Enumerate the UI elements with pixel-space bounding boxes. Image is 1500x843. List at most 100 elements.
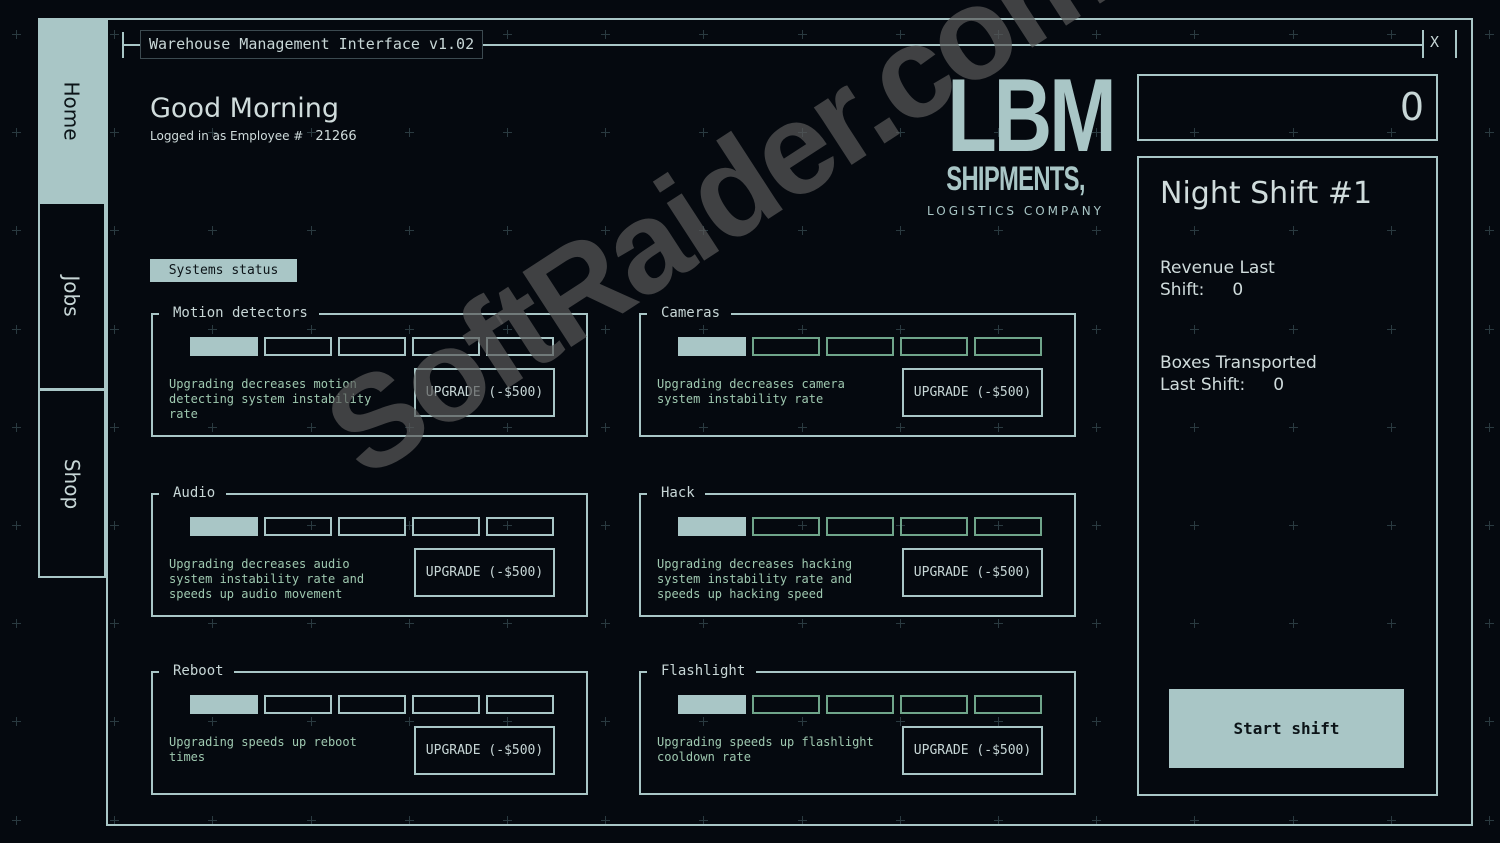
tab-shop-label: Shop bbox=[60, 458, 84, 509]
upgrade-level-segment bbox=[974, 695, 1042, 714]
grid-cross bbox=[12, 226, 21, 236]
logged-in-info: Logged in as Employee # 21266 bbox=[150, 129, 357, 144]
boxes-label-2: Last Shift: bbox=[1160, 375, 1246, 395]
system-description: Upgrading decreases hacking system insta… bbox=[657, 557, 853, 601]
revenue-stat: Revenue Last Shift:0 bbox=[1160, 257, 1275, 301]
revenue-value: 0 bbox=[1232, 280, 1244, 300]
grid-cross bbox=[12, 717, 21, 727]
upgrade-button-flashlight[interactable]: UPGRADE (-$500) bbox=[902, 726, 1043, 775]
system-panel-flashlight: Flashlight Upgrading speeds up flashligh… bbox=[639, 663, 1076, 795]
upgrade-level-segment bbox=[678, 337, 746, 356]
upgrade-level-bar bbox=[190, 695, 554, 714]
shift-panel: Night Shift #1 Revenue Last Shift:0 Boxe… bbox=[1137, 156, 1438, 796]
title-bar-cap bbox=[1422, 30, 1424, 58]
logo-shipments: SHIPMENTS, bbox=[946, 160, 1085, 198]
upgrade-level-segment bbox=[900, 337, 968, 356]
panel-border bbox=[639, 493, 647, 495]
upgrade-level-segment bbox=[974, 337, 1042, 356]
systems-status-heading: Systems status bbox=[150, 259, 297, 282]
title-bar-line bbox=[122, 44, 1424, 46]
grid-cross bbox=[12, 815, 21, 825]
logo-tagline: LOGISTICS COMPANY bbox=[927, 204, 1104, 218]
system-description: Upgrading decreases motion detecting sys… bbox=[169, 377, 372, 421]
system-name: Motion detectors bbox=[173, 305, 308, 321]
upgrade-level-bar bbox=[678, 517, 1042, 536]
system-name: Reboot bbox=[173, 663, 224, 679]
boxes-value: 0 bbox=[1273, 375, 1285, 395]
upgrade-level-segment bbox=[826, 337, 894, 356]
money-counter: 0 bbox=[1137, 74, 1438, 141]
window-title: Warehouse Management Interface v1.02 bbox=[140, 30, 484, 59]
system-panel-reboot: Reboot Upgrading speeds up reboot times … bbox=[151, 663, 588, 795]
grid-cross bbox=[1485, 324, 1494, 334]
system-description: Upgrading speeds up reboot times bbox=[169, 735, 357, 764]
system-panel-audio: Audio Upgrading decreases audio system i… bbox=[151, 485, 588, 617]
panel-border bbox=[151, 493, 159, 495]
upgrade-level-segment bbox=[190, 517, 258, 536]
upgrade-level-segment bbox=[412, 517, 480, 536]
close-button[interactable]: X bbox=[1430, 33, 1440, 51]
system-panel-cameras: Cameras Upgrading decreases camera syste… bbox=[639, 305, 1076, 437]
upgrade-level-segment bbox=[412, 695, 480, 714]
panel-border bbox=[730, 313, 1076, 315]
system-panel-motion-detectors: Motion detectors Upgrading decreases mot… bbox=[151, 305, 588, 437]
panel-border bbox=[756, 671, 1076, 673]
upgrade-level-segment bbox=[412, 337, 480, 356]
upgrade-level-segment bbox=[678, 517, 746, 536]
upgrade-button-hack[interactable]: UPGRADE (-$500) bbox=[902, 548, 1043, 597]
upgrade-level-segment bbox=[338, 517, 406, 536]
start-shift-button[interactable]: Start shift bbox=[1169, 689, 1404, 768]
upgrade-button-cameras[interactable]: UPGRADE (-$500) bbox=[902, 368, 1043, 417]
upgrade-level-segment bbox=[752, 337, 820, 356]
upgrade-level-segment bbox=[752, 695, 820, 714]
upgrade-level-segment bbox=[826, 517, 894, 536]
upgrade-level-segment bbox=[486, 517, 554, 536]
grid-cross bbox=[12, 521, 21, 530]
upgrade-level-segment bbox=[264, 695, 332, 714]
upgrade-button-audio[interactable]: UPGRADE (-$500) bbox=[414, 548, 555, 597]
panel-border bbox=[639, 671, 647, 673]
upgrade-level-bar bbox=[678, 337, 1042, 356]
grid-cross bbox=[12, 324, 21, 334]
greeting: Good Morning bbox=[150, 93, 339, 124]
system-name: Flashlight bbox=[661, 663, 746, 679]
upgrade-level-bar bbox=[678, 695, 1042, 714]
grid-cross bbox=[1485, 717, 1494, 727]
tab-jobs[interactable]: Jobs bbox=[38, 202, 106, 390]
grid-cross bbox=[1485, 815, 1494, 825]
grid-cross bbox=[1485, 521, 1494, 530]
panel-border bbox=[225, 493, 588, 495]
title-bar-cap bbox=[1455, 30, 1457, 58]
upgrade-level-segment bbox=[974, 517, 1042, 536]
system-panel-hack: Hack Upgrading decreases hacking system … bbox=[639, 485, 1076, 617]
revenue-label: Revenue Last bbox=[1160, 258, 1275, 278]
upgrade-level-segment bbox=[486, 337, 554, 356]
title-bar-cap bbox=[122, 32, 124, 58]
system-name: Audio bbox=[173, 485, 216, 501]
panel-border bbox=[151, 671, 159, 673]
tab-home[interactable]: Home bbox=[38, 18, 106, 203]
upgrade-level-segment bbox=[900, 517, 968, 536]
employee-id: 21266 bbox=[315, 129, 357, 144]
grid-cross bbox=[12, 128, 21, 138]
tab-shop[interactable]: Shop bbox=[38, 389, 106, 578]
grid-cross bbox=[1485, 30, 1494, 39]
panel-border bbox=[151, 313, 159, 315]
upgrade-level-segment bbox=[678, 695, 746, 714]
grid-cross bbox=[1485, 422, 1494, 432]
upgrade-button-motion-detectors[interactable]: UPGRADE (-$500) bbox=[414, 368, 555, 417]
upgrade-level-segment bbox=[264, 337, 332, 356]
upgrade-button-reboot[interactable]: UPGRADE (-$500) bbox=[414, 726, 555, 775]
grid-cross bbox=[1485, 128, 1494, 138]
upgrade-level-bar bbox=[190, 337, 554, 356]
panel-border bbox=[705, 493, 1076, 495]
tab-home-label: Home bbox=[60, 80, 84, 141]
upgrade-level-segment bbox=[338, 337, 406, 356]
upgrade-level-segment bbox=[486, 695, 554, 714]
grid-cross bbox=[12, 619, 21, 629]
grid-cross bbox=[1485, 619, 1494, 629]
system-description: Upgrading speeds up flashlight cooldown … bbox=[657, 735, 874, 764]
system-name: Hack bbox=[661, 485, 695, 501]
logged-in-label: Logged in as Employee # bbox=[150, 129, 304, 143]
upgrade-level-segment bbox=[190, 695, 258, 714]
